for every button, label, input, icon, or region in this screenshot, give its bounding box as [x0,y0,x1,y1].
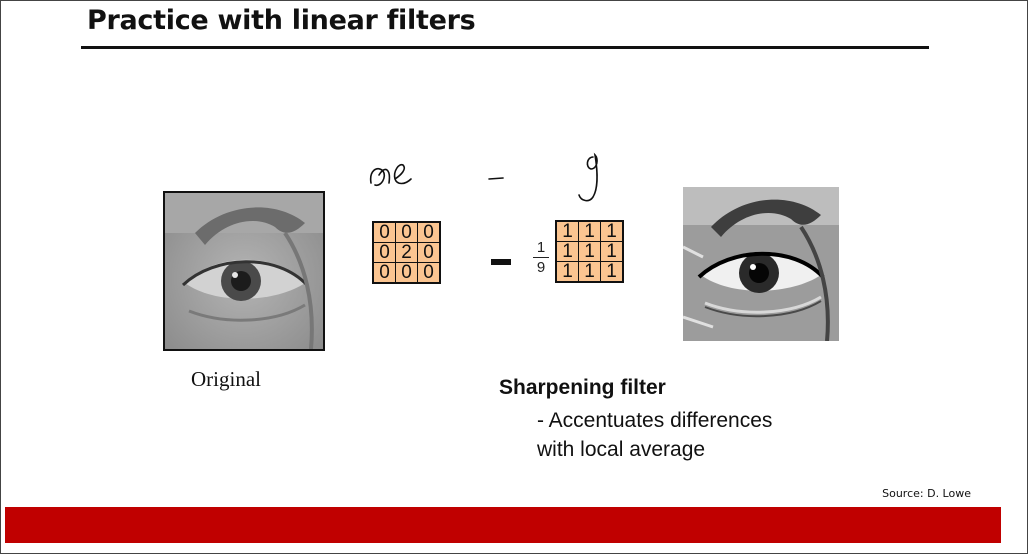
box-kernel: 1 1 1 1 1 1 1 1 1 [555,220,624,283]
filter-description-line-1: - Accentuates differences [537,409,773,432]
handwriting-e-stroke [393,163,412,185]
source-credit: Source: D. Lowe [882,487,971,500]
kernel-cell: 1 [578,241,601,262]
handwriting-dash-stroke [488,177,504,180]
footer-bar [5,507,1001,543]
kernel-cell: 1 [555,241,579,262]
fraction-bar [533,257,549,258]
handwriting-x-stroke [369,167,391,187]
fraction-denominator: 9 [536,259,546,276]
kernel-cell: 0 [395,221,418,243]
kernel-cell: 1 [600,261,624,283]
handwritten-annotation [369,152,598,202]
kernel-cell: 1 [600,220,624,242]
slide-title: Practice with linear filters [87,5,476,36]
filter-description: - Accentuates differences with local ave… [537,406,772,464]
kernel-cell: 0 [417,242,441,263]
kernel-cell: 1 [555,261,579,283]
kernel-cell: 1 [555,220,579,242]
kernel-cell: 0 [372,242,396,263]
kernel-cell: 0 [417,262,441,284]
kernel-cell: 0 [372,221,396,243]
kernel-cell: 0 [395,262,418,284]
kernel-cell: 1 [578,261,601,283]
identity-kernel: 0 0 0 0 2 0 0 0 0 [372,221,441,284]
filter-description-line-2: with local average [537,438,706,461]
kernel-cell: 1 [578,220,601,242]
kernel-cell: 2 [395,242,418,263]
sharpened-eye-image [683,187,839,341]
kernel-cell: 0 [417,221,441,243]
original-eye-image [163,191,325,351]
kernel-cell: 0 [372,262,396,284]
handwriting-g-stroke [578,152,598,202]
fraction-numerator: 1 [536,239,546,256]
title-rule [81,46,929,49]
scale-fraction: 1 9 [533,239,549,276]
kernel-cell: 1 [600,241,624,262]
minus-operator [491,259,511,265]
original-caption: Original [191,367,261,391]
filter-heading: Sharpening filter [499,376,666,399]
